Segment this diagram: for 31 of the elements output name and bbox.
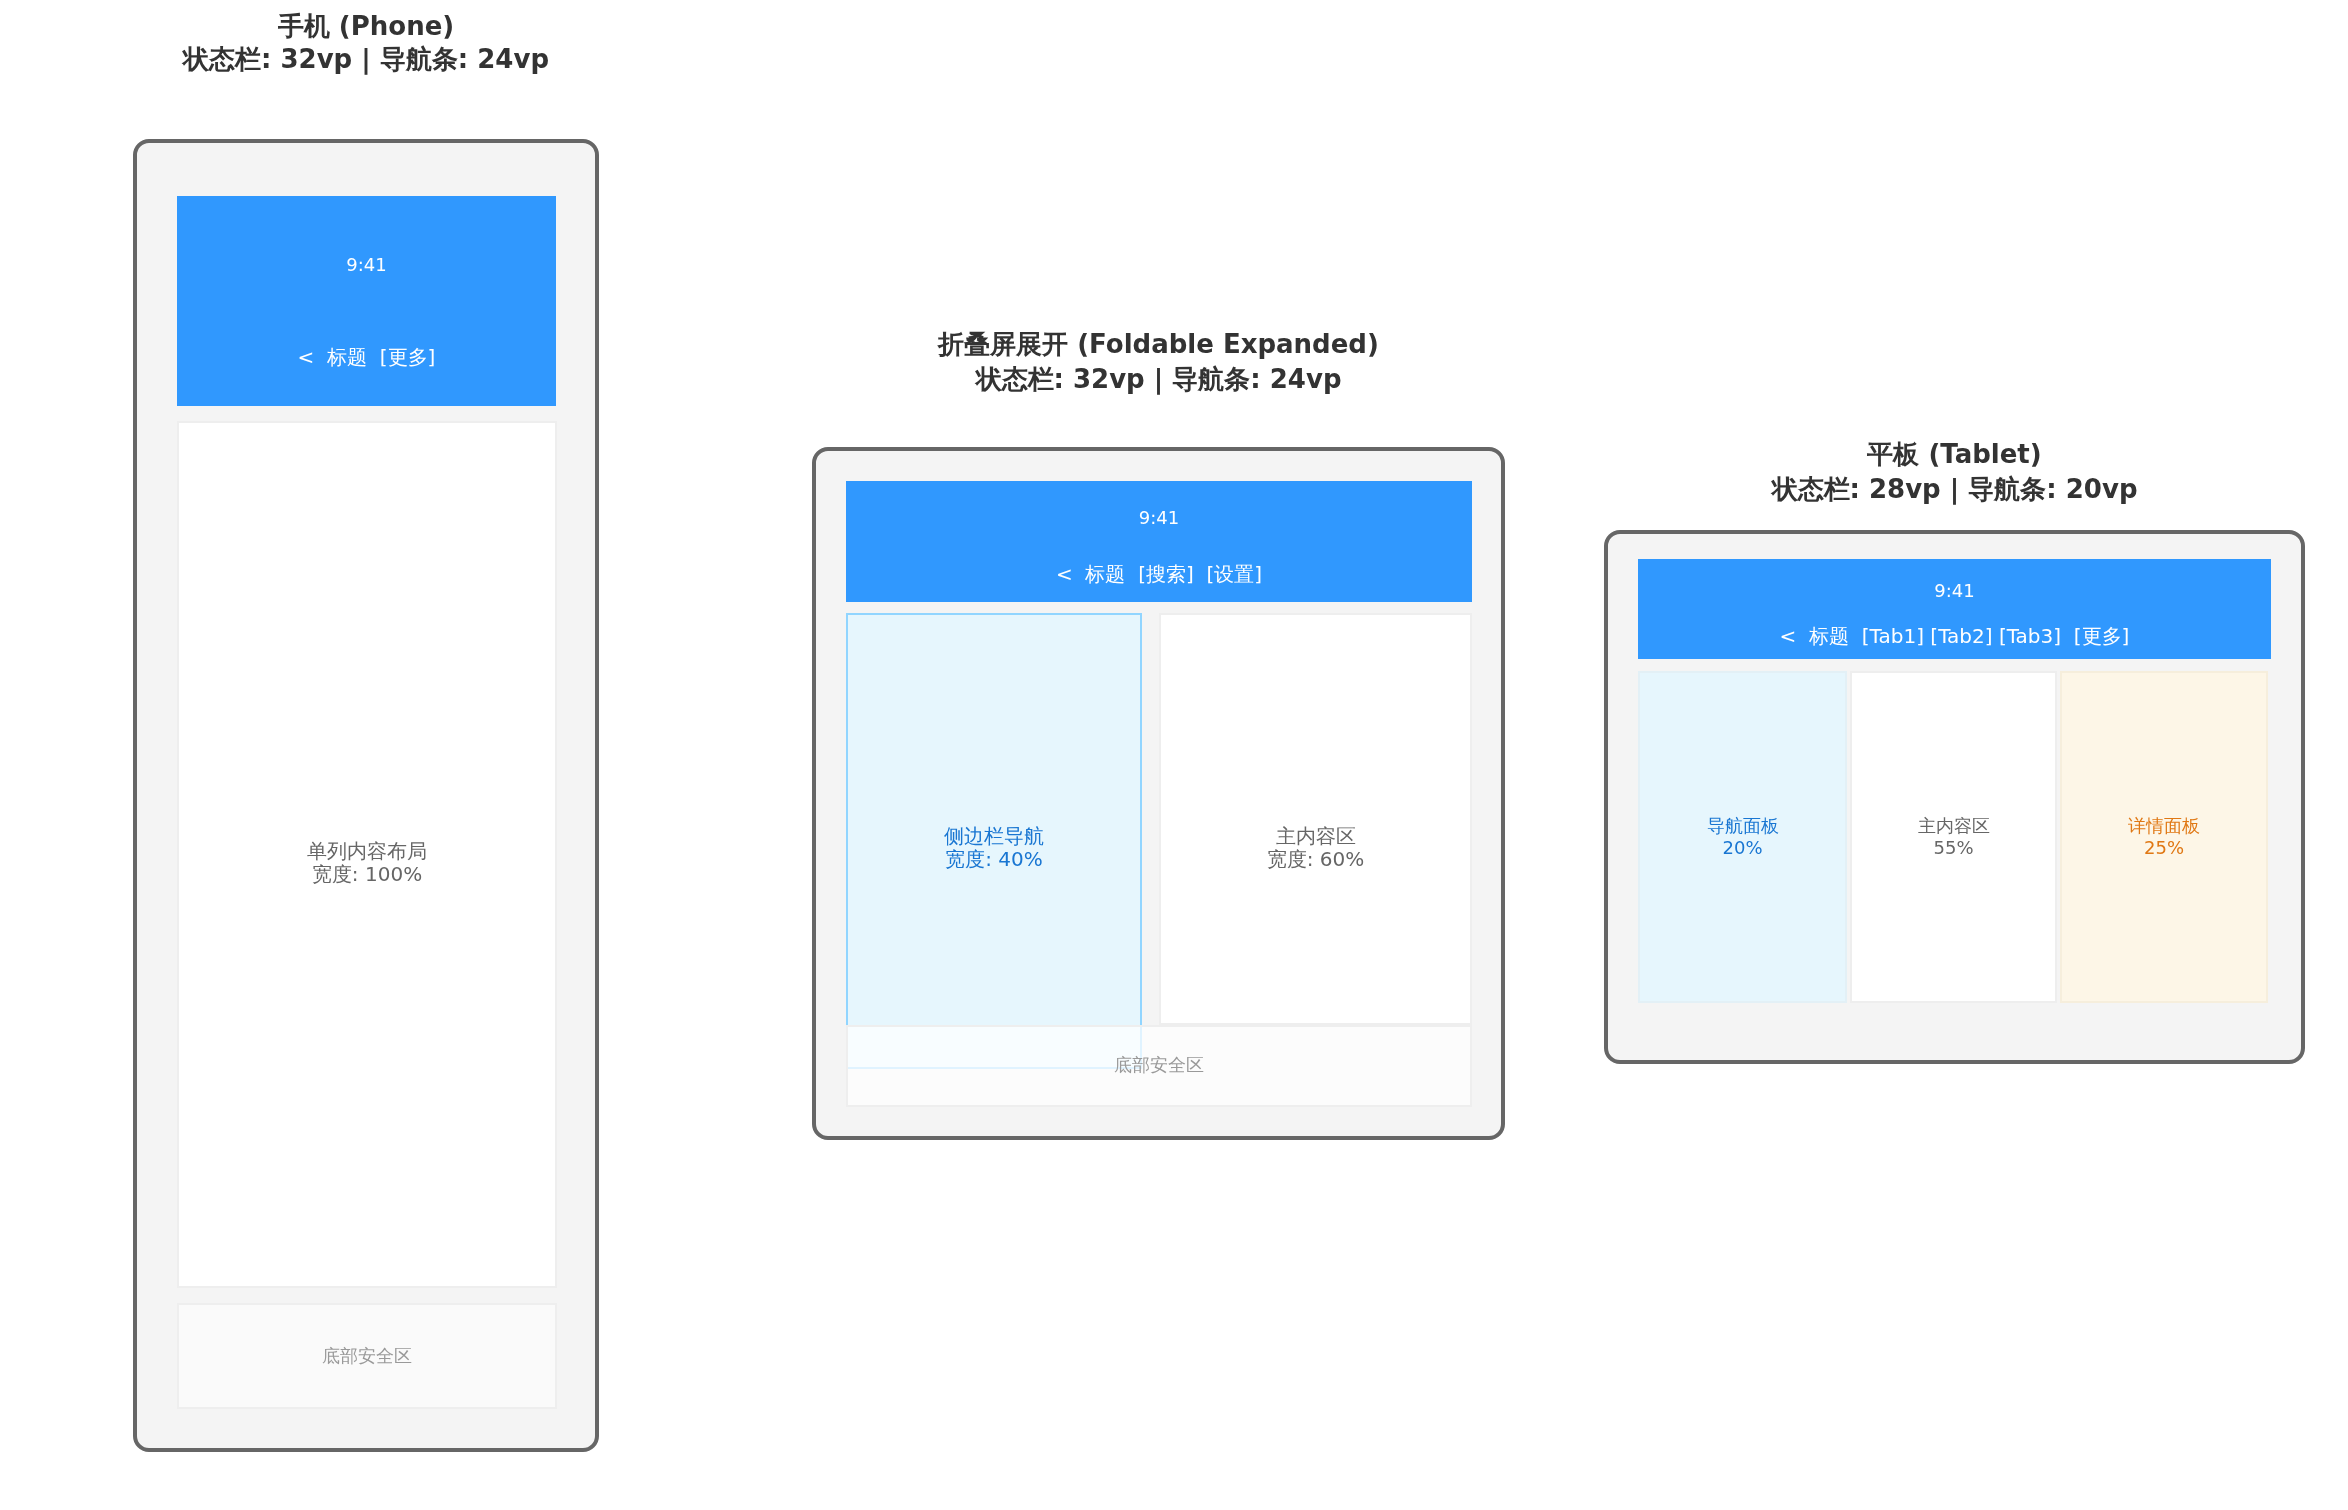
safe-area bbox=[846, 1025, 1472, 1107]
app-header bbox=[846, 481, 1472, 602]
nav-text: < 标题 [搜索] [设置] bbox=[1055, 562, 1263, 586]
nav-text: < 标题 [更多] bbox=[297, 345, 436, 369]
width-label: 20% bbox=[1722, 837, 1763, 859]
time-text: 9:41 bbox=[346, 254, 387, 276]
area-label: 主内容区 bbox=[1275, 824, 1356, 848]
app-header bbox=[1638, 559, 2271, 659]
nav-text: < 标题 [Tab1] [Tab2] [Tab3] [更多] bbox=[1779, 624, 2130, 648]
spec-text: 状态栏: 32vp | 导航条: 24vp bbox=[975, 364, 1342, 396]
time-text: 9:41 bbox=[1934, 580, 1975, 602]
spec-text: 状态栏: 32vp | 导航条: 24vp bbox=[183, 44, 549, 76]
device-title: 手机 (Phone) bbox=[277, 11, 455, 43]
width-label: 25% bbox=[2144, 837, 2184, 859]
area-label: 底部安全区 bbox=[1114, 1054, 1204, 1076]
spec-text: 状态栏: 28vp | 导航条: 20vp bbox=[1771, 474, 2138, 506]
width-label: 宽度: 60% bbox=[1266, 847, 1365, 871]
area-label: 主内容区 bbox=[1917, 815, 1990, 837]
device-title: 平板 (Tablet) bbox=[1867, 439, 2042, 471]
area-label: 侧边栏导航 bbox=[944, 824, 1044, 848]
device-title: 折叠屏展开 (Foldable Expanded) bbox=[938, 329, 1379, 361]
width-label: 宽度: 100% bbox=[311, 862, 423, 886]
width-label: 55% bbox=[1933, 837, 1974, 859]
area-label: 底部安全区 bbox=[322, 1345, 412, 1367]
area-label: 导航面板 bbox=[1706, 815, 1779, 837]
area-label: 详情面板 bbox=[2128, 815, 2200, 837]
area-label: 单列内容布局 bbox=[307, 839, 427, 863]
time-text: 9:41 bbox=[1138, 507, 1180, 529]
app-header bbox=[177, 196, 556, 406]
width-label: 宽度: 40% bbox=[945, 847, 1043, 871]
detail-panel bbox=[2060, 671, 2268, 1003]
